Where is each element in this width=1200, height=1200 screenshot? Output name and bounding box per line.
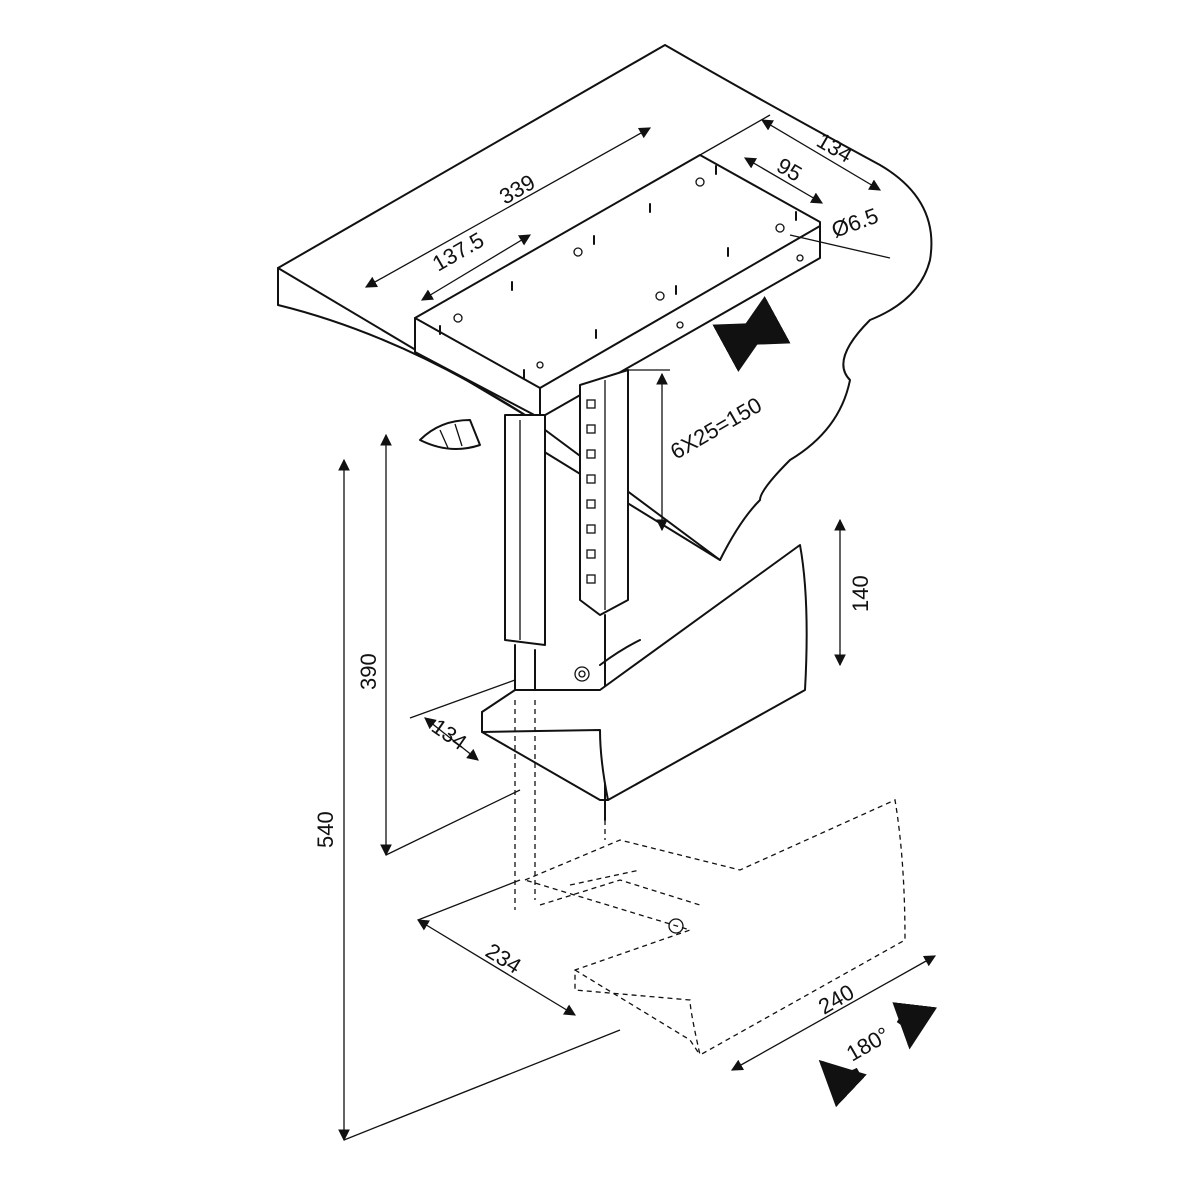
column-left (504, 414, 546, 701)
label-base-length: 240 (814, 979, 858, 1019)
knob-icon (419, 419, 481, 450)
label-base-width: 234 (481, 938, 525, 979)
label-column-height: 390 (356, 653, 381, 690)
label-total-height: 540 (313, 811, 338, 848)
holder-upper (481, 544, 808, 801)
label-rotation: 180° (842, 1022, 894, 1066)
dimension-lines (338, 114, 938, 1142)
holder-lower-dashed (514, 700, 906, 1056)
label-holder-height: 140 (848, 575, 873, 612)
slide-arrow-icon (712, 296, 791, 372)
